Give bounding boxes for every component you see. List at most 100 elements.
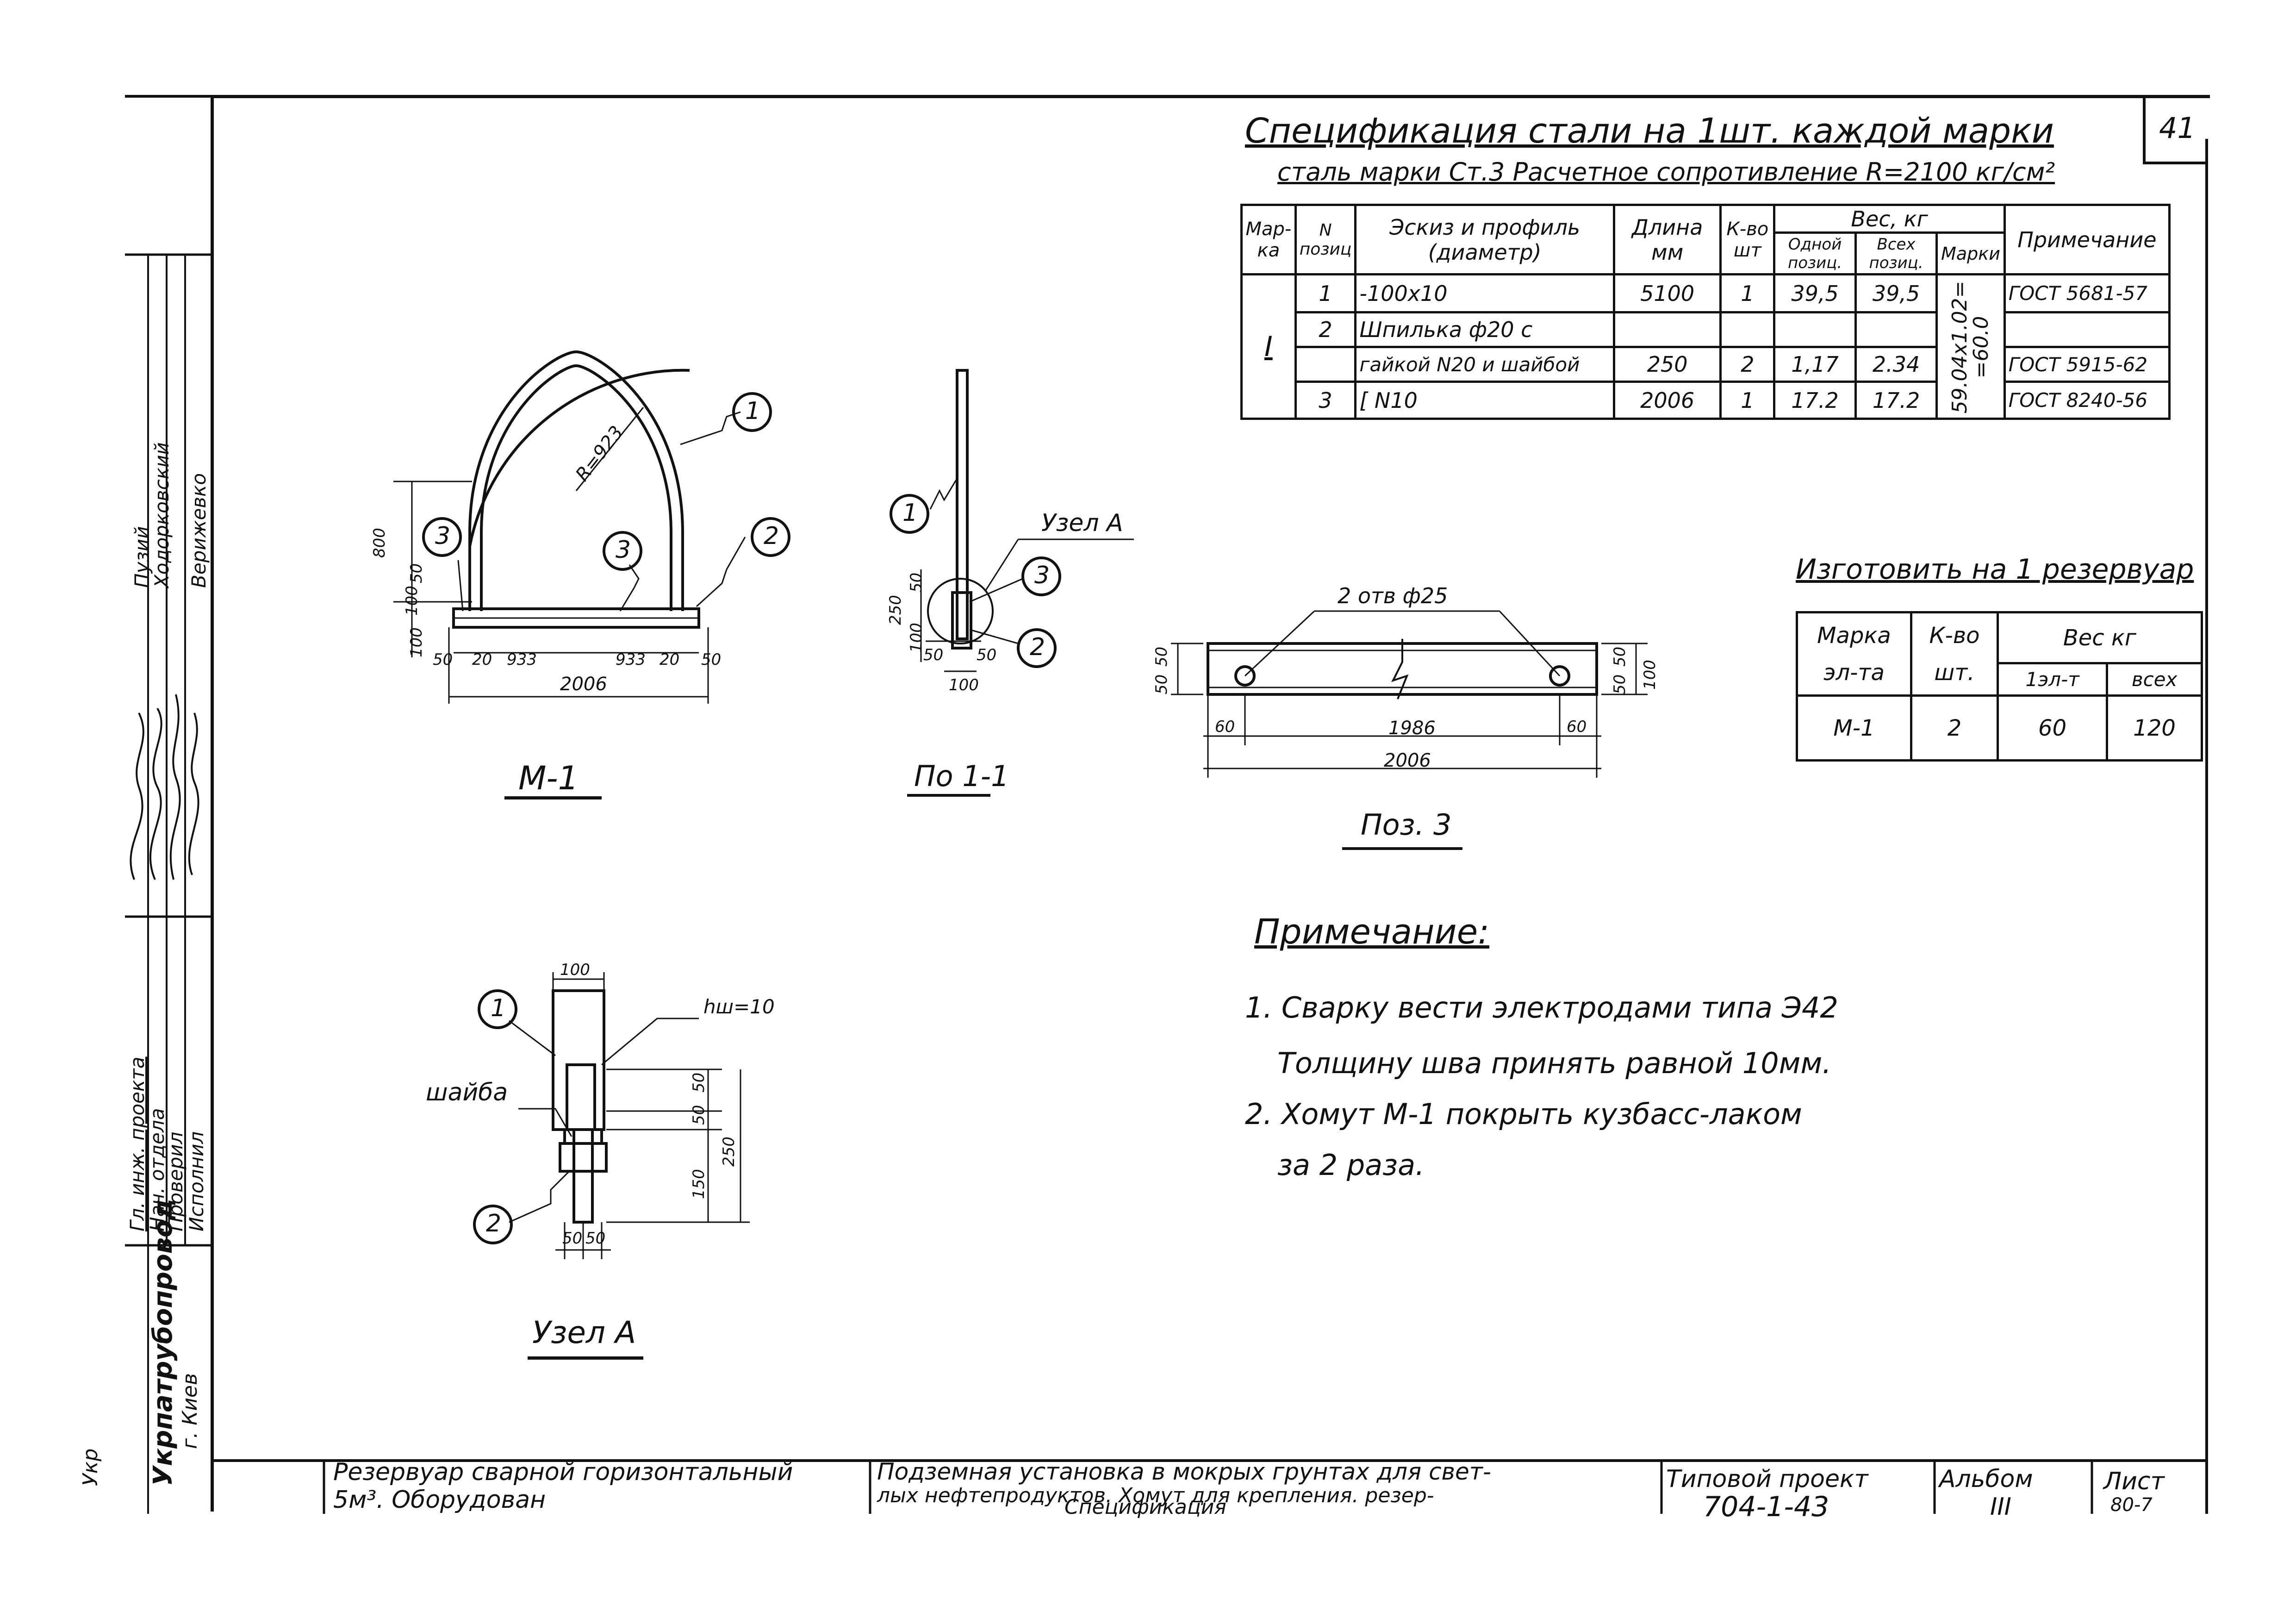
th-sketch: Эскиз и профиль (диаметр)	[1354, 204, 1616, 275]
leader	[969, 629, 1019, 644]
callout-number: 3	[1034, 562, 1050, 589]
leader	[518, 1108, 572, 1137]
leader	[985, 539, 1019, 591]
callout-circle	[1017, 628, 1057, 668]
callout-circle	[473, 1205, 513, 1244]
signature	[149, 707, 162, 880]
callout-number: 2	[486, 1210, 502, 1237]
dim-sec: 50	[923, 646, 944, 664]
cell-length: 2006	[1613, 381, 1722, 420]
dim-node: 50	[562, 1229, 583, 1248]
clamp-arch-outer	[468, 350, 684, 611]
cell-w-one: 39,5	[1773, 273, 1857, 313]
dim-sec: 100	[949, 676, 979, 694]
break-mark	[1391, 639, 1409, 700]
callout-circle	[732, 392, 772, 432]
stamp-type-value: 704-1-43	[1703, 1491, 1829, 1523]
cell-w-one: 1,17	[1773, 346, 1857, 383]
label-underline	[1342, 847, 1462, 850]
spec-subtitle: сталь марки Ст.3 Расчетное сопротивление…	[1277, 157, 2055, 187]
view-label-section: По 1-1	[914, 759, 1009, 793]
cell-sketch: -100х10	[1354, 273, 1616, 313]
cell-qty: 2	[1719, 346, 1776, 383]
dim-node: 100	[560, 961, 590, 979]
note-line: 1. Сварку вести электродами типа Э42	[1245, 991, 1838, 1024]
th-w-one: Одной позиц.	[1773, 231, 1857, 275]
th-w-all: Всех позиц.	[1854, 231, 1938, 275]
dim-m1: 20	[472, 650, 492, 669]
dim-m1: 933	[507, 650, 537, 669]
signature	[169, 694, 181, 880]
dim-pos3-mid: 1986	[1388, 718, 1436, 739]
section-bolt	[951, 591, 972, 650]
make-h-one: 1эл-т	[1996, 662, 2109, 697]
hole	[1549, 665, 1570, 687]
cell-w-one: 17.2	[1773, 381, 1857, 420]
leader	[509, 1020, 556, 1056]
make-title: Изготовить на 1 резервуар	[1796, 553, 2194, 586]
spec-table: Мар-ка N позиц Эскиз и профиль (диаметр)…	[1240, 204, 2171, 420]
make-h-qty: К-во шт.	[1910, 611, 1999, 697]
note-line: Толщину шва принять равной 10мм.	[1277, 1046, 1831, 1080]
view-label-m1: М-1	[518, 759, 579, 797]
callout-number: 3	[616, 536, 631, 564]
hole	[1234, 665, 1256, 687]
cell-w-all	[1854, 311, 1938, 348]
washer-label: шайба	[426, 1079, 508, 1106]
callout-circle	[1021, 556, 1061, 596]
dim-m1: 50	[701, 650, 722, 669]
leader	[1244, 610, 1315, 677]
callout-number: 3	[435, 522, 451, 550]
make-all: 120	[2106, 694, 2203, 762]
cell-sketch: гайкой N20 и шайбой	[1354, 346, 1616, 383]
stamp-album-label: Альбом	[1939, 1465, 2033, 1493]
view-label-pos3: Поз. 3	[1361, 808, 1452, 842]
th-weight: Вес, кг	[1773, 204, 2006, 234]
callout-number: 2	[764, 522, 779, 550]
cell-mark: I	[1240, 273, 1297, 420]
cell-pos	[1294, 346, 1357, 383]
stamp-drawing-title: Подземная установка в мокрых грунтах для…	[877, 1458, 1491, 1485]
signature	[130, 712, 144, 880]
stamp-sheet-label: Лист	[2103, 1468, 2165, 1495]
cell-qty	[1719, 311, 1776, 348]
leader	[509, 1170, 570, 1223]
cell-w-all: 39,5	[1854, 273, 1938, 313]
make-h-mark: Марка эл-та	[1796, 611, 1912, 697]
node-circle	[927, 578, 994, 644]
stamp-type-label: Типовой проект	[1666, 1465, 1868, 1493]
stamp-drawing-title: лых нефтепродуктов. Хомут для крепления.…	[877, 1484, 1434, 1507]
callout-circle	[603, 531, 642, 571]
make-mark: М-1	[1796, 694, 1912, 762]
th-length: Длина мм	[1613, 204, 1722, 275]
holes-label: 2 отв ф25	[1338, 583, 1448, 608]
spec-title: Спецификация стали на 1шт. каждой марки	[1245, 111, 2054, 151]
stamp-album-value: III	[1990, 1493, 2012, 1521]
leader	[696, 537, 746, 607]
dim-pos3: 60	[1215, 718, 1235, 736]
stamp-sheet-value: 80-7	[2110, 1494, 2153, 1516]
th-pos: N позиц	[1294, 204, 1357, 275]
cell-pos: 2	[1294, 311, 1357, 348]
cell-sketch: [ N10	[1354, 381, 1616, 420]
leader	[601, 1018, 699, 1066]
cell-pos: 3	[1294, 381, 1357, 420]
th-w-mark: Марки	[1935, 231, 2006, 275]
th-qty: К-во шт	[1719, 204, 1776, 275]
cell-remark: ГОСТ 8240-56	[2003, 381, 2171, 420]
section-strip	[956, 369, 969, 640]
notes-title: Примечание:	[1254, 912, 1490, 952]
make-one: 60	[1996, 694, 2109, 762]
view-label-node: Узел А	[532, 1315, 636, 1350]
cell-remark: ГОСТ 5681-57	[2003, 273, 2171, 313]
cell-w-all: 2.34	[1854, 346, 1938, 383]
node-callout-label: Узел А	[1041, 509, 1123, 537]
note-line: за 2 раза.	[1277, 1148, 1425, 1182]
th-mark: Мар-ка	[1240, 204, 1297, 275]
make-h-all: всех	[2106, 662, 2203, 697]
cell-length: 5100	[1613, 273, 1722, 313]
th-remark: Примечание	[2003, 204, 2171, 275]
make-h-weight: Вес кг	[1997, 611, 2203, 664]
frame-right-line	[2205, 139, 2208, 1514]
